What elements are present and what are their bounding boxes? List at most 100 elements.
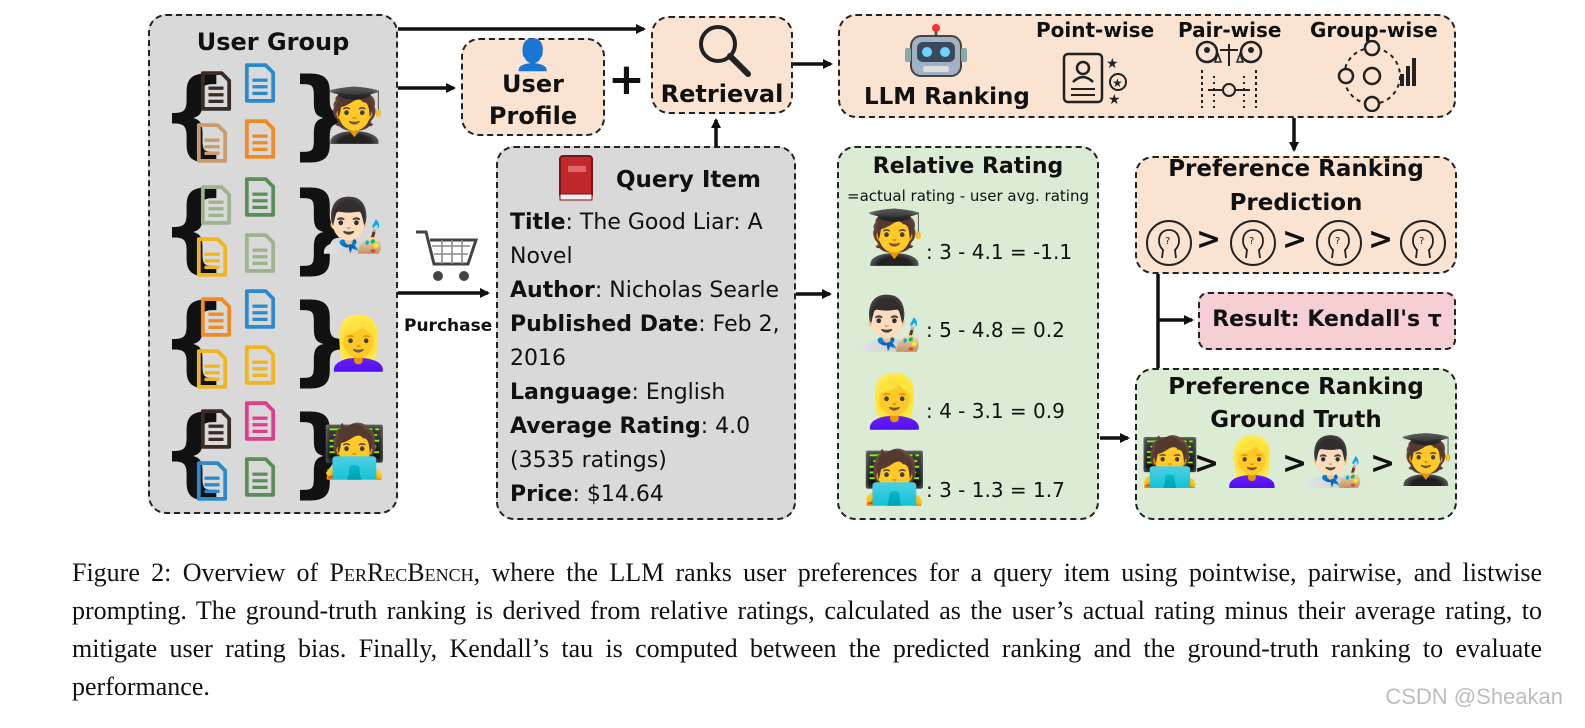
query-field-key: Language <box>510 380 632 405</box>
search-icon <box>694 22 754 82</box>
right-brace-2: } <box>288 172 357 284</box>
svg-text:★: ★ <box>1108 92 1121 106</box>
groupwise-icon <box>1336 39 1420 116</box>
rating-artist-icon: 👨🏻‍🎨 <box>858 294 923 354</box>
result-box <box>1198 292 1456 350</box>
anon-user-icon-2: ? <box>1230 220 1276 266</box>
pred-gt-1: > <box>1196 222 1222 257</box>
gt-graduate-icon: 🧑‍🎓 <box>1396 432 1456 488</box>
query-field-value: Novel <box>510 244 573 269</box>
document-icon <box>244 63 276 103</box>
query-field-line: Average Rating: 4.0 <box>510 410 790 444</box>
llm-ranking-label: LLM Ranking <box>864 84 1030 110</box>
query-field-line: Language: English <box>510 376 790 410</box>
svg-text:★: ★ <box>1106 56 1119 72</box>
result-label: Result: Kendall's τ <box>1212 307 1442 332</box>
cart-icon <box>414 226 479 288</box>
mode-groupwise: Group-wise <box>1310 18 1438 42</box>
ground-truth-title-1: Preference Ranking <box>1168 374 1424 400</box>
svg-text:?: ? <box>1249 236 1254 247</box>
right-brace-3: } <box>288 284 357 396</box>
query-field-line: (3535 ratings) <box>510 444 790 478</box>
document-icon <box>196 237 228 277</box>
document-icon <box>196 349 228 389</box>
pred-gt-3: > <box>1368 222 1394 257</box>
retrieval-label: Retrieval <box>660 80 784 108</box>
rating-row-1: : 3 - 4.1 = -1.1 <box>926 240 1073 264</box>
mode-pointwise: Point-wise <box>1036 18 1155 42</box>
query-item-title: Query Item <box>616 167 761 193</box>
right-brace-4: } <box>288 396 357 508</box>
query-field-key: Title <box>510 210 566 235</box>
anon-user-icon-4: ? <box>1400 220 1446 266</box>
anon-user-icon-1: ? <box>1146 220 1192 266</box>
watermark: CSDN @Sheakan <box>1385 684 1563 709</box>
rating-row-3: : 4 - 3.1 = 0.9 <box>926 399 1065 423</box>
artist-icon: 👨🏻‍🎨 <box>320 196 385 256</box>
query-field-value: 2016 <box>510 346 566 371</box>
user-profile-label-2: Profile <box>488 102 578 130</box>
anon-user-icon-3: ? <box>1316 220 1362 266</box>
ground-truth-box <box>1135 368 1457 520</box>
rating-row-2: : 5 - 4.8 = 0.2 <box>926 318 1065 342</box>
query-field-key: Published Date <box>510 312 699 337</box>
query-field-line: Author: Nicholas Searle <box>510 274 790 308</box>
prediction-title-1: Preference Ranking <box>1168 156 1424 182</box>
query-field-value: : Nicholas Searle <box>594 278 780 303</box>
mode-pairwise: Pair-wise <box>1178 18 1282 42</box>
query-field-value: : English <box>631 380 726 405</box>
gt-technologist-icon: 🧑‍💻 <box>1140 434 1200 490</box>
gt-artist-icon: 👨🏻‍🎨 <box>1304 434 1364 490</box>
query-field-line: Novel <box>510 240 790 274</box>
book-icon <box>556 154 596 206</box>
relative-rating-title: Relative Rating <box>872 154 1064 179</box>
gt-woman-icon: 👱‍♀️ <box>1222 434 1282 490</box>
robot-icon <box>905 24 967 84</box>
user-profile-icon: 👤 <box>514 38 552 73</box>
purchase-label: Purchase <box>404 316 493 336</box>
figure-caption: Figure 2: Overview of PerRecBench, where… <box>72 554 1542 706</box>
document-icon <box>196 461 228 501</box>
prediction-title-2: Prediction <box>1229 190 1363 216</box>
pointwise-icon: ★ ★ ★ <box>1062 52 1130 110</box>
ground-truth-title-2: Ground Truth <box>1210 407 1382 433</box>
document-icon <box>200 409 232 449</box>
gt-sep-2: > <box>1282 446 1308 481</box>
document-icon <box>244 401 276 441</box>
user-group-title: User Group <box>196 28 350 56</box>
rating-woman-icon: 👱‍♀️ <box>862 372 927 432</box>
svg-text:?: ? <box>1165 236 1170 247</box>
document-icon <box>244 289 276 329</box>
query-field-line: Published Date: Feb 2, <box>510 308 790 342</box>
pred-gt-2: > <box>1282 222 1308 257</box>
query-field-value: : 4.0 <box>700 414 751 439</box>
caption-body: , where the LLM ranks user preferences f… <box>72 558 1542 701</box>
query-item-box <box>496 146 796 520</box>
pairwise-icon <box>1194 40 1264 116</box>
query-field-value: : Feb 2, <box>698 312 780 337</box>
gt-sep-3: > <box>1370 446 1396 481</box>
document-icon <box>244 177 276 217</box>
document-icon <box>200 185 232 225</box>
technologist-icon: 🧑‍💻 <box>322 422 387 482</box>
user-profile-box <box>461 38 605 136</box>
document-icon <box>244 345 276 385</box>
query-field-line: Title: The Good Liar: A <box>510 206 790 240</box>
query-field-value: : $14.64 <box>572 482 664 507</box>
caption-prefix: Figure 2: Overview of <box>72 558 330 587</box>
query-field-value: : The Good Liar: A <box>565 210 763 235</box>
rating-graduate-icon: 🧑‍🎓 <box>862 208 927 268</box>
svg-text:?: ? <box>1419 236 1424 247</box>
query-field-value: (3535 ratings) <box>510 448 667 473</box>
retrieval-box <box>651 16 793 114</box>
document-icon <box>244 233 276 273</box>
plus-sign: + <box>608 54 645 105</box>
document-icon <box>196 123 228 163</box>
document-icon <box>244 119 276 159</box>
query-field-key: Price <box>510 482 573 507</box>
query-field-key: Average Rating <box>510 414 701 439</box>
query-field-line: 2016 <box>510 342 790 376</box>
caption-benchmark-name: PerRecBench <box>329 558 474 587</box>
